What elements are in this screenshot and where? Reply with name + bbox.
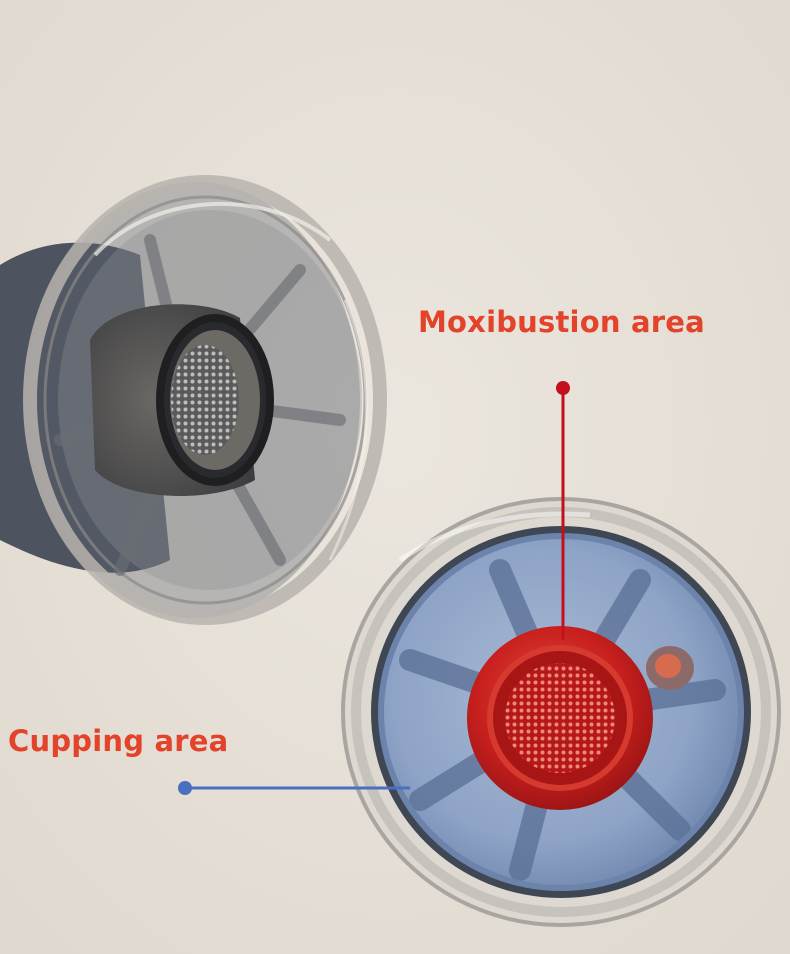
cupping-dot-icon: [178, 781, 192, 795]
cupping-area-label: Cupping area: [8, 724, 229, 758]
cup-side-view: [0, 175, 387, 625]
moxibustion-pointer: [556, 381, 570, 640]
moxibustion-dot-icon: [556, 381, 570, 395]
cupping-pointer: [178, 781, 410, 795]
cup-top-view: [341, 497, 781, 927]
moxibustion-area-label: Moxibustion area: [418, 305, 705, 339]
